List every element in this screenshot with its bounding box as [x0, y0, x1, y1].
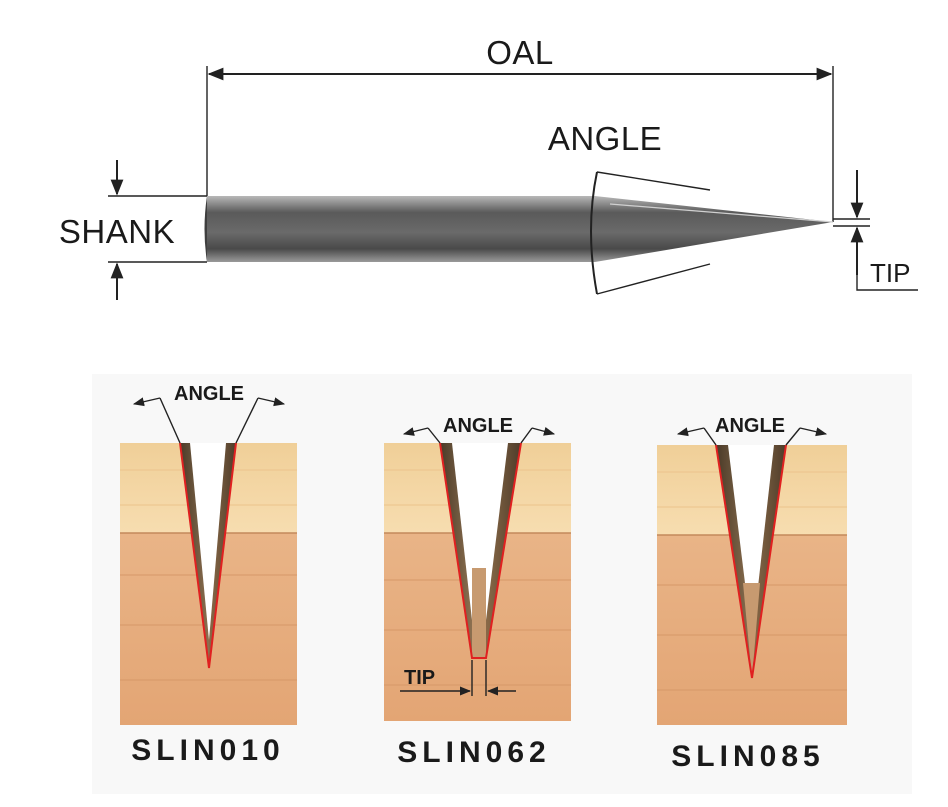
- angle-guide-right: [785, 427, 801, 446]
- groove-opening: [440, 443, 521, 658]
- tool-body: [207, 196, 833, 262]
- bit-profile: OAL ANGLE SHANK TIP: [59, 34, 918, 300]
- angle-line-top: [596, 171, 711, 191]
- angle-label: ANGLE: [443, 415, 513, 437]
- angle-guide-right: [235, 397, 259, 444]
- cut-edge: [439, 442, 522, 659]
- groove-slin085: ANGLE SLIN085: [657, 415, 847, 773]
- groove-slin010: ANGLE SLIN010: [120, 383, 297, 767]
- angle-line-bottom: [596, 263, 711, 295]
- tip-label: TIP: [870, 258, 910, 288]
- angle-guide-left: [703, 427, 717, 446]
- angle-arc: [590, 171, 598, 295]
- product-code: SLIN062: [397, 736, 550, 769]
- product-code: SLIN085: [671, 740, 824, 773]
- groove-slin062: ANGLE TIP SLIN062: [384, 415, 571, 769]
- cut-edge: [179, 442, 237, 669]
- angle-label: ANGLE: [715, 415, 785, 437]
- oal-label: OAL: [486, 34, 554, 71]
- cut-edge: [715, 444, 787, 679]
- shank-label: SHANK: [59, 213, 175, 250]
- groove-flat-bottom: [472, 568, 486, 658]
- product-code: SLIN010: [131, 734, 284, 767]
- tool-shank-end: [204, 196, 207, 262]
- angle-guide-left: [427, 427, 441, 444]
- tool-bevel-highlight: [609, 203, 834, 223]
- angle-label: ANGLE: [548, 120, 662, 157]
- tip-leader: [856, 240, 918, 291]
- groove-inner-face: [743, 583, 760, 678]
- angle-guide-right: [520, 427, 533, 444]
- tip-label: TIP: [404, 667, 435, 689]
- angle-label: ANGLE: [174, 383, 244, 405]
- angle-guide-left: [159, 397, 181, 444]
